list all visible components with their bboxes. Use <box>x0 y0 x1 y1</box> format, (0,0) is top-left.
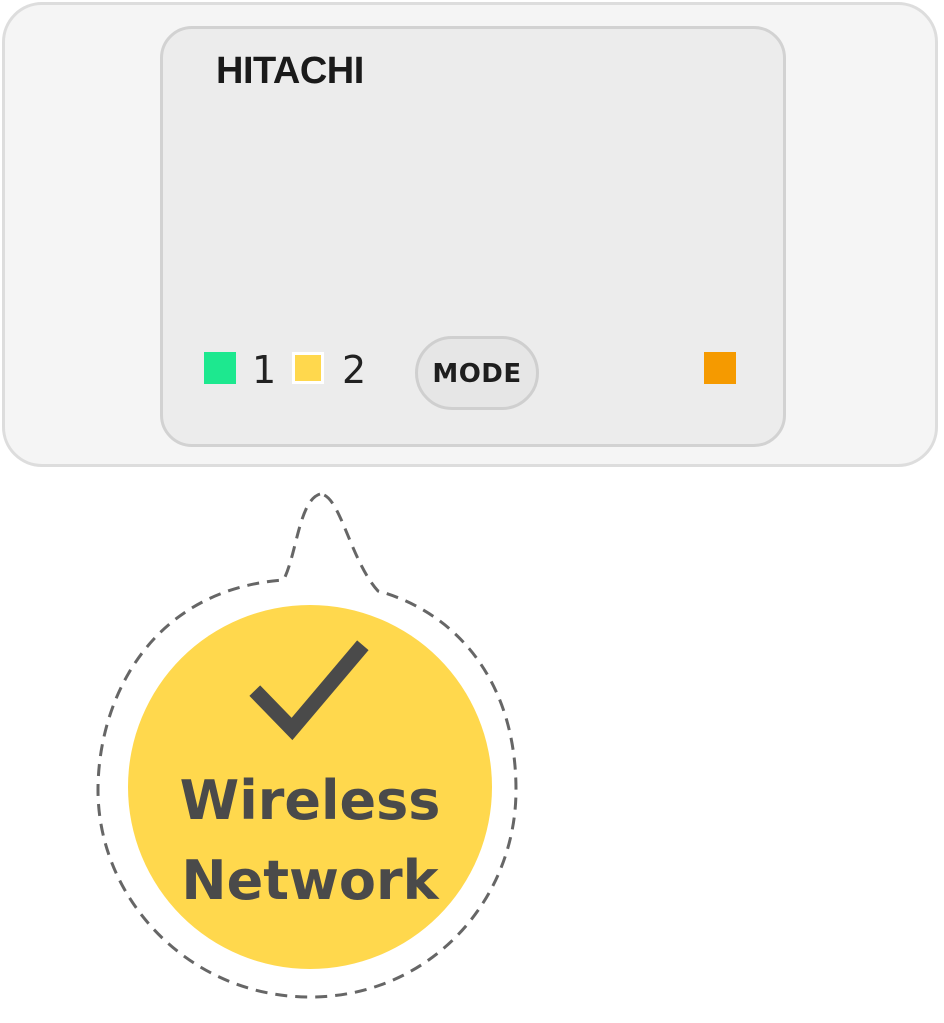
wireless-network-callout <box>96 492 518 999</box>
brand-logo: HITACHI <box>216 50 364 92</box>
led-1-indicator <box>204 352 236 384</box>
badge-text-network: Network <box>181 849 439 912</box>
led-1-label: 1 <box>252 348 277 392</box>
badge-text-wireless: Wireless <box>179 769 441 832</box>
mode-button[interactable]: MODE <box>415 336 539 410</box>
status-led-indicator <box>704 352 736 384</box>
led-2-label: 2 <box>342 348 367 392</box>
checkmark-icon <box>249 640 369 741</box>
led-2-indicator <box>292 352 324 384</box>
badge-circle <box>128 605 492 969</box>
